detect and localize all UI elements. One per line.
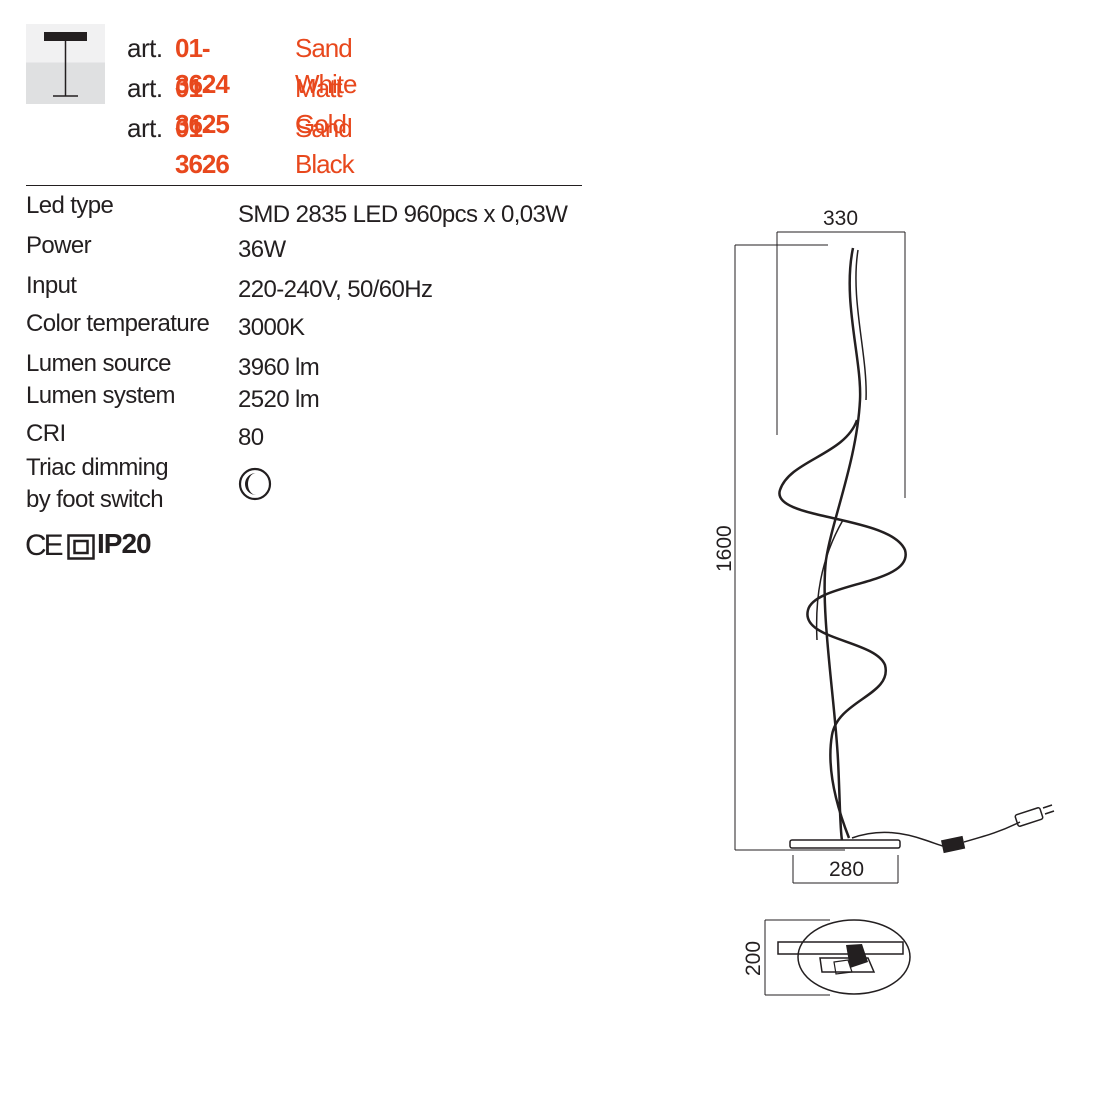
spec-label-dimming-line1: Triac dimming xyxy=(26,454,169,481)
spec-label-power: Power xyxy=(26,232,92,259)
article-prefix: art. xyxy=(127,73,163,103)
product-thumbnail xyxy=(26,24,105,104)
spec-value-cri: 80 xyxy=(238,424,264,451)
spec-label-led-type: Led type xyxy=(26,192,114,219)
top-width-label: 330 xyxy=(823,207,858,230)
spec-label-lumen-source: Lumen source xyxy=(26,350,171,377)
article-code: 01-3625 xyxy=(175,73,230,139)
article-color: Sand Black xyxy=(295,113,355,179)
spec-label-lumen-system: Lumen system xyxy=(26,382,175,409)
class-ii-icon xyxy=(67,534,95,560)
spec-value-input: 220-240V, 50/60Hz xyxy=(238,276,433,303)
top-width-dimension: 330 xyxy=(776,207,906,498)
ip-rating: IP20 xyxy=(97,528,152,559)
spec-value-color-temperature: 3000K xyxy=(238,314,305,341)
spec-value-lumen-source: 3960 lm xyxy=(238,354,320,381)
article-prefix: art. xyxy=(127,113,163,143)
spec-divider xyxy=(26,185,582,186)
spec-label-color-temperature: Color temperature xyxy=(26,310,210,337)
spec-value-power: 36W xyxy=(238,236,286,263)
spec-label-cri: CRI xyxy=(26,420,66,447)
base-width-dimension: 280 xyxy=(792,855,899,884)
dimmer-icon xyxy=(238,467,272,501)
article-code: 01-3624 xyxy=(175,33,230,99)
top-view-drawing: 200 xyxy=(742,919,911,996)
article-color: Sand White xyxy=(295,33,357,99)
height-dimension: 1600 xyxy=(713,244,845,851)
lamp-drawing xyxy=(778,247,1055,854)
spec-label-dimming-line2: by foot switch xyxy=(26,486,164,513)
lamp-silhouette-icon xyxy=(44,32,87,97)
spec-value-lumen-system: 2520 lm xyxy=(238,386,320,413)
spec-label-input: Input xyxy=(26,272,77,299)
height-label: 1600 xyxy=(713,525,736,572)
spec-value-led-type: SMD 2835 LED 960pcs x 0,03W xyxy=(238,201,568,228)
base-width-label: 280 xyxy=(829,858,864,881)
article-prefix: art. xyxy=(127,33,163,63)
article-color: Matt Gold xyxy=(295,73,347,139)
article-code: 01-3626 xyxy=(175,113,230,179)
ce-mark: CE xyxy=(25,529,64,562)
base-depth-label: 200 xyxy=(742,941,765,976)
